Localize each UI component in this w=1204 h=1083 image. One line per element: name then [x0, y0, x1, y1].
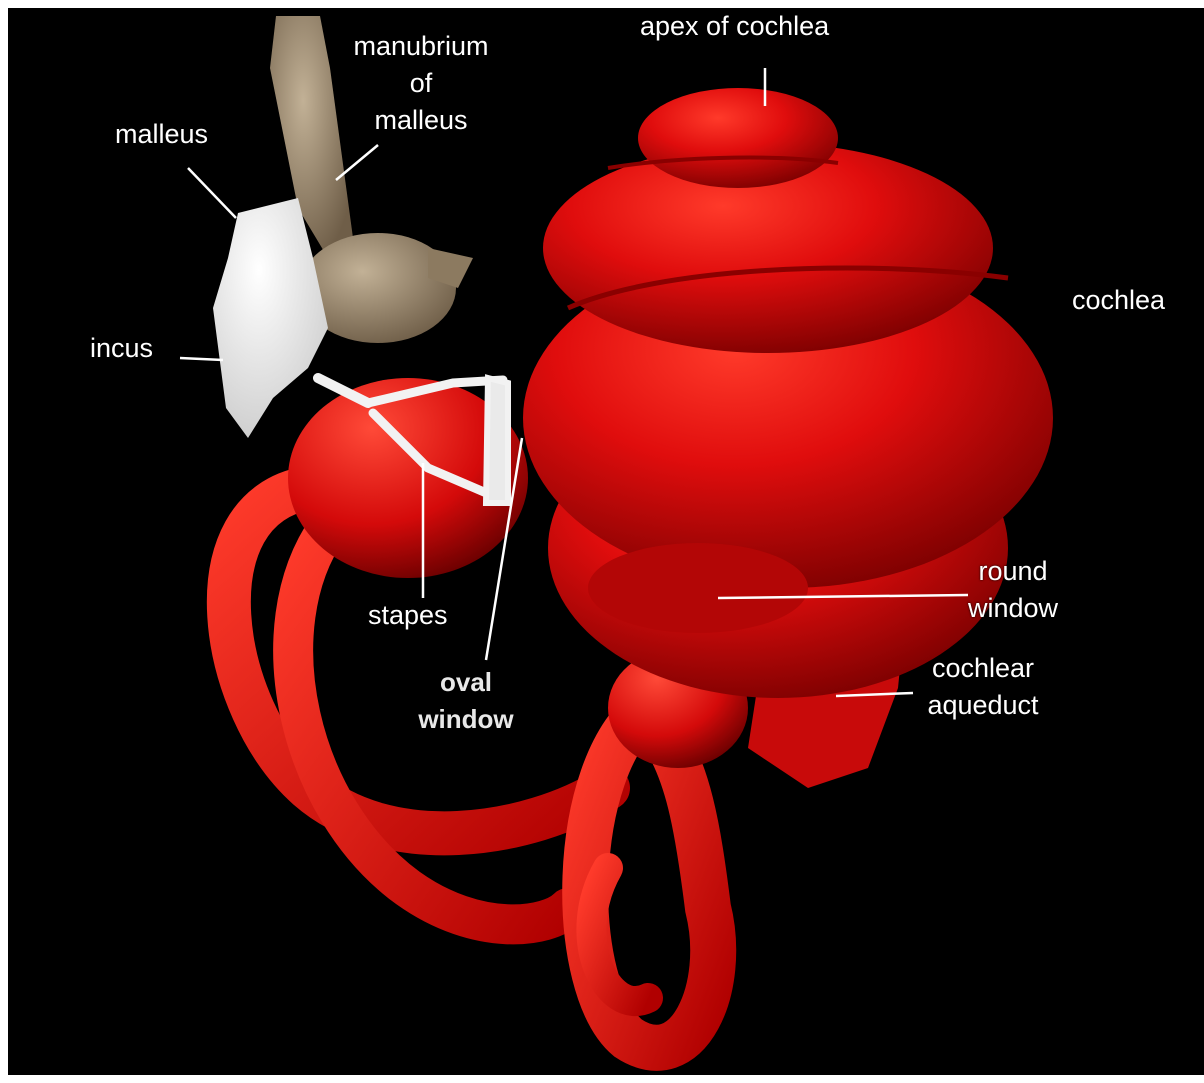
label-round-window: round window — [958, 553, 1068, 627]
label-malleus: malleus — [115, 116, 208, 153]
label-round-window-line-1: round — [958, 553, 1068, 590]
label-manubrium-of-malleus: manubrium of malleus — [341, 28, 501, 139]
label-incus: incus — [90, 330, 153, 367]
label-cochlear-aqueduct-line-2: aqueduct — [913, 687, 1053, 724]
anatomy-figure: manubrium of malleus apex of cochlea mal… — [8, 8, 1204, 1075]
label-stapes: stapes — [368, 597, 448, 634]
inner-ear-illustration — [8, 8, 1204, 1075]
cochlea-apex — [638, 88, 838, 188]
label-oval-window-line-2: window — [406, 701, 526, 738]
label-cochlea: cochlea — [1072, 282, 1165, 319]
incus-bone — [213, 198, 328, 438]
label-manubrium-line-3: malleus — [341, 102, 501, 139]
label-manubrium-line-2: of — [341, 65, 501, 102]
round-window-shape — [588, 543, 808, 633]
label-oval-window: oval window — [406, 664, 526, 738]
label-oval-window-line-1: oval — [406, 664, 526, 701]
label-round-window-line-2: window — [958, 590, 1068, 627]
label-apex-of-cochlea: apex of cochlea — [640, 8, 829, 45]
label-cochlear-aqueduct-line-1: cochlear — [913, 650, 1053, 687]
label-cochlear-aqueduct: cochlear aqueduct — [913, 650, 1053, 724]
label-manubrium-line-1: manubrium — [341, 28, 501, 65]
